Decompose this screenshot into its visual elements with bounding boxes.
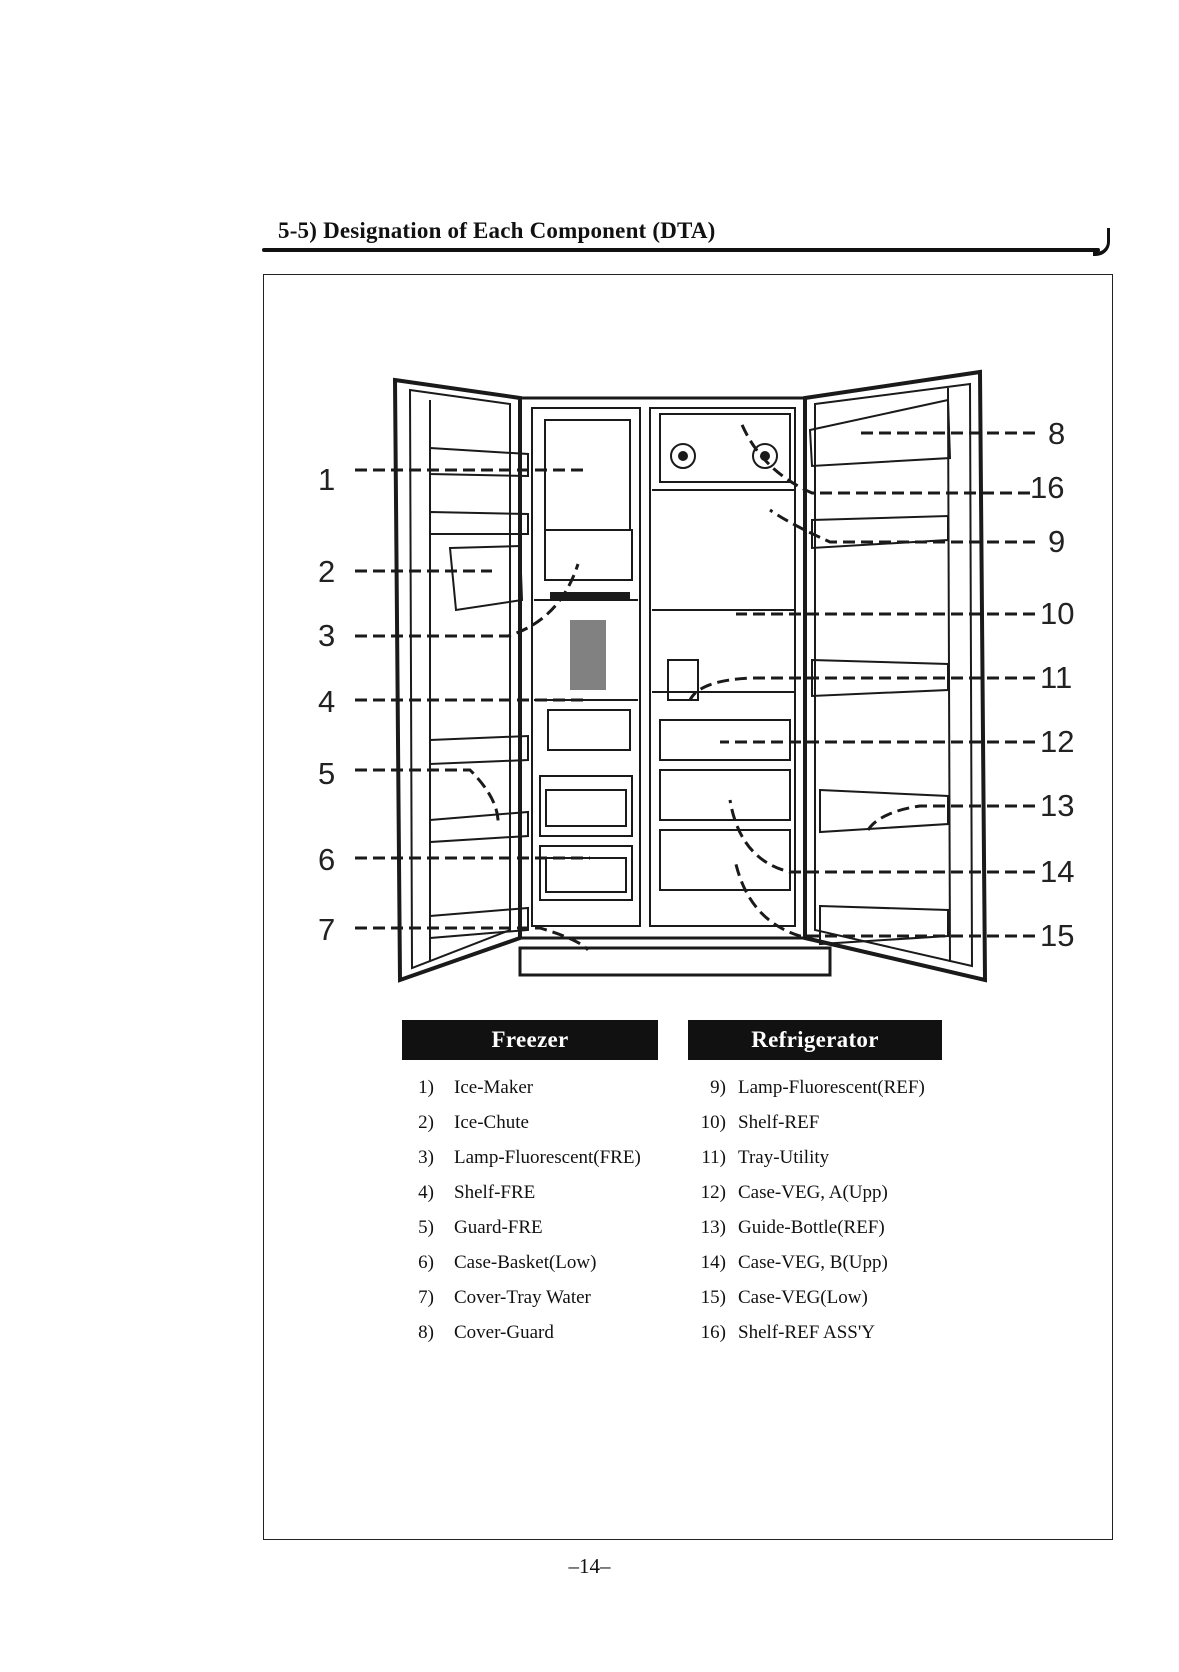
list-item: 1)Ice-Maker bbox=[418, 1076, 534, 1098]
refrigerator-heading: Refrigerator bbox=[688, 1020, 942, 1060]
title-underline-hook bbox=[1093, 228, 1110, 256]
list-item: 5)Guard-FRE bbox=[418, 1216, 543, 1238]
list-item: 14)Case-VEG, B(Upp) bbox=[700, 1251, 888, 1273]
list-item: 12)Case-VEG, A(Upp) bbox=[700, 1181, 888, 1203]
callout-4: 4 bbox=[318, 684, 336, 719]
callout-16: 16 bbox=[1030, 470, 1065, 505]
list-item: 13)Guide-Bottle(REF) bbox=[700, 1216, 885, 1238]
callout-8: 8 bbox=[1048, 416, 1066, 451]
list-item: 3)Lamp-Fluorescent(FRE) bbox=[418, 1146, 641, 1168]
freezer-heading: Freezer bbox=[402, 1020, 658, 1060]
callout-14: 14 bbox=[1040, 854, 1075, 889]
title-underline bbox=[262, 248, 1100, 252]
list-item: 2)Ice-Chute bbox=[418, 1111, 529, 1133]
callout-9: 9 bbox=[1048, 524, 1066, 559]
callout-3: 3 bbox=[318, 618, 336, 653]
callout-1: 1 bbox=[318, 462, 336, 497]
list-item: 6)Case-Basket(Low) bbox=[418, 1251, 597, 1273]
freezer-parts-list: 1)Ice-Maker 2)Ice-Chute 3)Lamp-Fluoresce… bbox=[398, 1070, 641, 1350]
content-frame bbox=[263, 274, 1113, 1540]
list-item: 7)Cover-Tray Water bbox=[418, 1286, 591, 1308]
refrigerator-parts-list: 9)Lamp-Fluorescent(REF) 10)Shelf-REF 11)… bbox=[690, 1070, 925, 1350]
callout-13: 13 bbox=[1040, 788, 1075, 823]
callout-6: 6 bbox=[318, 842, 336, 877]
callout-2: 2 bbox=[318, 554, 336, 589]
callout-12: 12 bbox=[1040, 724, 1075, 759]
list-item: 16)Shelf-REF ASS'Y bbox=[700, 1321, 875, 1343]
callout-7: 7 bbox=[318, 912, 336, 947]
list-item: 11)Tray-Utility bbox=[701, 1146, 830, 1168]
page-number: –14– bbox=[568, 1554, 611, 1578]
section-title: 5-5) Designation of Each Component (DTA) bbox=[278, 218, 716, 243]
list-item: 10)Shelf-REF bbox=[700, 1111, 820, 1133]
callout-10: 10 bbox=[1040, 596, 1075, 631]
callout-5: 5 bbox=[318, 756, 336, 791]
list-item: 8)Cover-Guard bbox=[418, 1321, 554, 1343]
list-item: 9)Lamp-Fluorescent(REF) bbox=[710, 1076, 925, 1098]
callout-11: 11 bbox=[1040, 660, 1073, 695]
list-item: 15)Case-VEG(Low) bbox=[700, 1286, 868, 1308]
callout-15: 15 bbox=[1040, 918, 1075, 953]
list-item: 4)Shelf-FRE bbox=[418, 1181, 536, 1203]
